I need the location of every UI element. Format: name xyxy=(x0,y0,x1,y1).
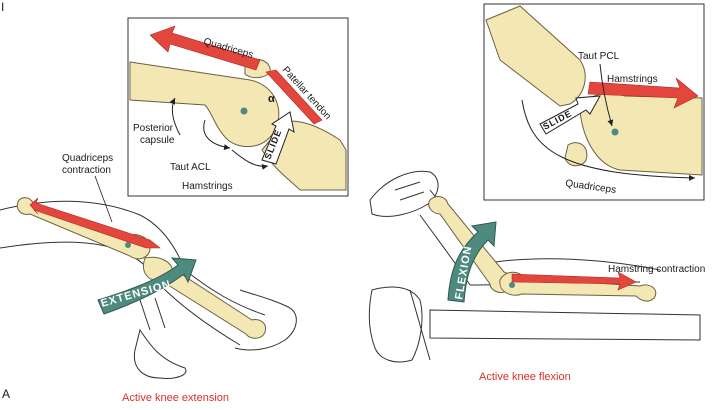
panel-letter: A xyxy=(2,387,10,401)
left-inset-hamstrings-arrow xyxy=(231,149,269,170)
left-inset-posterior-label-1: Posterior xyxy=(133,123,174,134)
extension-arrow xyxy=(97,257,197,315)
right-inset-hamstrings-label: Hamstrings xyxy=(607,74,658,85)
left-inset-quadriceps-arrow xyxy=(149,25,261,71)
left-inset-center-dot xyxy=(240,107,248,115)
hamstring-contraction-label: Hamstring contraction xyxy=(608,264,705,275)
left-inset-taut-acl-label: Taut ACL xyxy=(170,162,211,173)
left-inset-femur xyxy=(129,61,280,148)
left-inset-posterior-label-2: capsule xyxy=(140,135,175,146)
left-inset-patellar-tendon xyxy=(265,69,323,125)
left-caption: Active knee extension xyxy=(122,392,229,404)
left-inset-hamstrings-label: Hamstrings xyxy=(182,181,233,192)
right-inset-tibia xyxy=(485,5,586,107)
left-tibia-bone xyxy=(143,256,267,339)
right-inset-hamstrings-arrow xyxy=(587,77,699,109)
left-inset-slide-arrow xyxy=(261,111,295,165)
right-inset-patella xyxy=(564,142,588,167)
right-inset-pcl-arrow xyxy=(599,63,614,127)
quadriceps-contraction-leader xyxy=(94,175,113,223)
right-joint-dot xyxy=(509,282,515,288)
left-inset-alpha-label: α xyxy=(268,93,275,105)
left-inset-capsule-arrow xyxy=(169,97,181,136)
quadriceps-contraction-label-1: Quadriceps xyxy=(62,153,113,164)
right-inset-center-dot xyxy=(611,128,619,136)
left-leg-drawing xyxy=(0,200,297,379)
left-quadriceps-arrow xyxy=(29,197,161,249)
right-inset-quadriceps-arrow xyxy=(521,99,696,181)
right-inset: SLIDE Taut PCL Hamstrings Quadriceps xyxy=(485,5,703,196)
left-inset-acl-arrow xyxy=(203,119,231,151)
right-inset-slide-arrow xyxy=(539,95,601,135)
left-joint-dot xyxy=(125,242,131,248)
extension-label: EXTENSION xyxy=(100,278,173,310)
right-caption: Active knee flexion xyxy=(479,371,571,383)
right-inset-taut-pcl-label: Taut PCL xyxy=(578,51,620,62)
flexion-arrow xyxy=(447,221,497,303)
top-left-mark: I xyxy=(1,0,4,14)
hamstring-contraction-arrow xyxy=(511,271,637,291)
quadriceps-contraction-label-2: contraction xyxy=(62,165,111,176)
